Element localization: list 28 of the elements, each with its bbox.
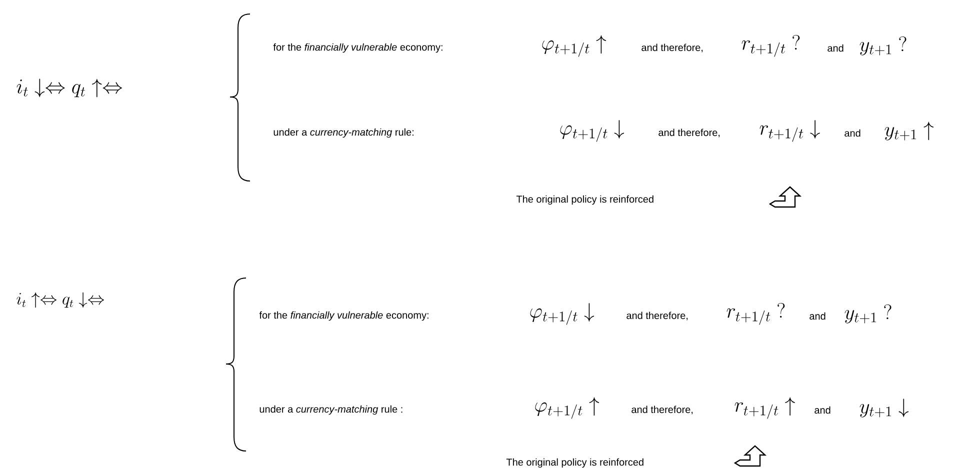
formula: $y_{t+1} \downarrow$ — [860, 398, 908, 418]
row-text: for the financially vulnerable economy: — [259, 311, 428, 321]
note-text: The original policy is reinforced — [506, 458, 644, 468]
formula: $y_{t+1}\ ?$ — [844, 304, 892, 324]
formula: $i_t \downarrow \Leftrightarrow q_t \uparrow \Leftrightarrow$ — [16, 78, 122, 98]
row-text: under a currency-matching rule : — [260, 405, 402, 415]
formula: $r_{t+1/t} \uparrow$ — [734, 397, 795, 419]
row-text: and therefore, — [642, 44, 703, 52]
row-text: and therefore, — [632, 406, 693, 414]
formula: $r_{t+1/t}\ ?$ — [726, 303, 785, 325]
row-text: and — [814, 406, 830, 414]
row-text: under a currency-matching rule: — [274, 128, 414, 138]
formula: $i_t \uparrow \Leftrightarrow q_t \downarrow \Leftrightarrow$ — [16, 292, 104, 308]
row-text: and therefore, — [658, 128, 720, 138]
row-text: and — [828, 44, 844, 52]
note-text: The original policy is reinforced — [516, 195, 654, 205]
formula: $r_{t+1/t} \downarrow$ — [760, 120, 820, 142]
formula: $y_{t+1}\ ?$ — [860, 36, 906, 56]
row-text: and therefore, — [626, 312, 688, 320]
formula: $r_{t+1/t}\ ?$ — [742, 35, 800, 57]
row-text: and — [844, 129, 860, 137]
row-text: for the financially vulnerable economy: — [273, 43, 442, 53]
formula: $y_{t+1} \uparrow$ — [884, 122, 934, 140]
formula: $\varphi_{t+1/t} \downarrow$ — [560, 120, 624, 142]
formula: $\varphi_{t+1/t} \uparrow$ — [535, 397, 600, 419]
row-text: and — [810, 312, 826, 320]
formula: $\varphi_{t+1/t} \uparrow$ — [542, 35, 606, 57]
formula: $\varphi_{t+1/t} \downarrow$ — [530, 303, 594, 325]
